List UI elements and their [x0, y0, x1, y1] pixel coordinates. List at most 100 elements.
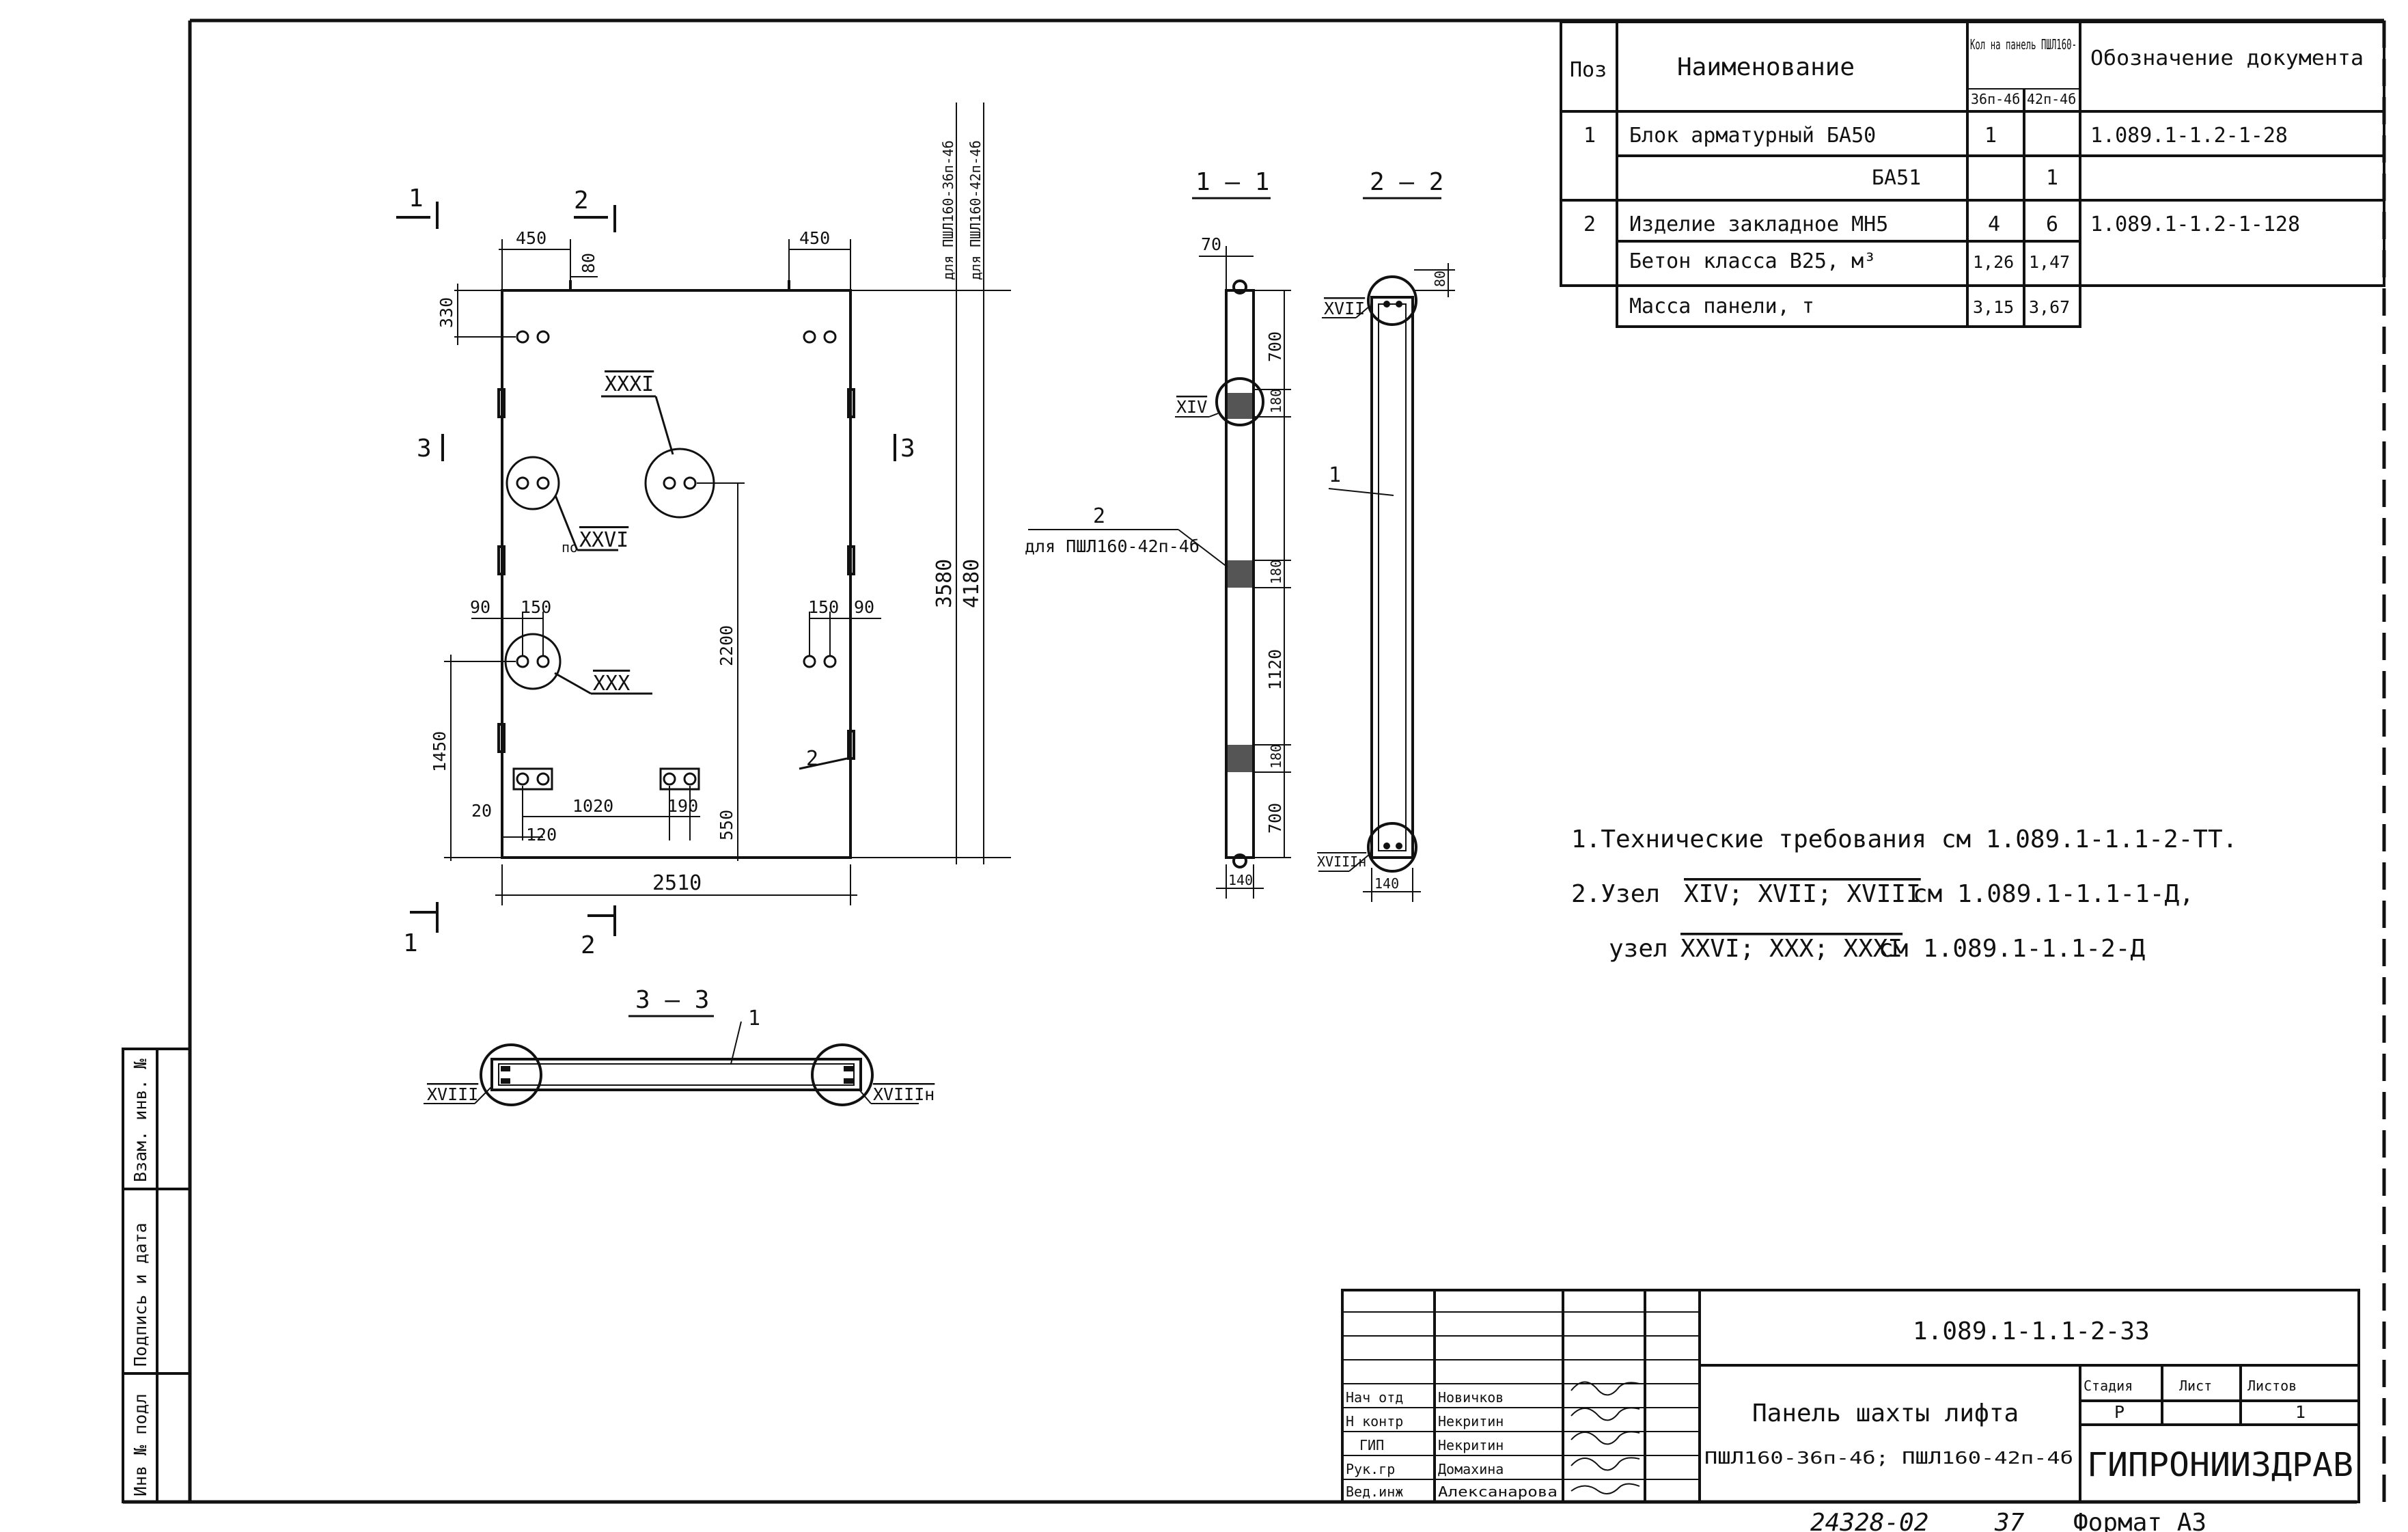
spec-row1-pos: 1: [1583, 124, 1596, 148]
role-2-name: Некритин: [1438, 1413, 1504, 1430]
spec-header-qty-a: 36п-4б: [1971, 91, 2020, 107]
dim-550: 550: [717, 810, 736, 840]
dim-1450: 1450: [430, 731, 449, 772]
sheet-label: Лист: [2179, 1378, 2212, 1394]
section-3-3: 3 – 3 1 XVIII XVIIIн: [424, 986, 935, 1106]
spec-row5-qty-a: 3,15: [1973, 297, 2014, 317]
sheets-value: 1: [2295, 1402, 2306, 1422]
section-1-1-dim-140: 140: [1228, 872, 1253, 888]
spec-row5-qty-b: 3,67: [2029, 297, 2070, 317]
footer-format: Формат А3: [2073, 1509, 2206, 1532]
footer-inv-number: 24328-02: [1810, 1509, 1928, 1532]
section-1-1-dim-180-c: 180: [1268, 744, 1284, 769]
spec-row3-qty-b: 6: [2046, 213, 2058, 236]
stage-label: Стадия: [2084, 1378, 2133, 1394]
title-line-2: ПШЛ160-36п-4б; ПШЛ160-42п-4б: [1704, 1448, 2073, 1468]
spec-header-pos: Поз: [1570, 58, 1607, 82]
section-mark-1-bottom: 1: [403, 929, 418, 957]
stamp-inv-label: Инв № подл: [130, 1393, 150, 1496]
section-mark-2-top: 2: [574, 187, 589, 215]
spec-header-qty-b: 42п-4б: [2027, 91, 2076, 107]
stamp-signature-label: Подпись и дата: [130, 1222, 150, 1367]
dim-150-right: 150: [808, 597, 839, 617]
dim-3580: 3580: [932, 559, 956, 608]
spec-row5-name: Масса панели, т: [1629, 295, 1814, 318]
title-block: 1.089.1-1.1-2-33 Нач отд Новичков Н конт…: [1341, 1289, 2360, 1503]
organization-name: ГИПРОНИИЗДРАВ: [2087, 1446, 2353, 1484]
dim-4180: 4180: [960, 559, 984, 608]
note-line-2-prefix: 2.Узел: [1571, 880, 1660, 908]
title-line-1: Панель шахты лифта: [1752, 1399, 2019, 1427]
stage-value: Р: [2114, 1402, 2125, 1422]
section-mark-1-top: 1: [409, 184, 424, 213]
dim-90-right: 90: [854, 597, 874, 617]
note-line-1: 1.Технические требования см 1.089.1-1.1-…: [1571, 825, 2237, 853]
dim-2200: 2200: [717, 625, 736, 666]
title-doc-code: 1.089.1-1.1-2-33: [1913, 1317, 2150, 1345]
panel-outline: [501, 289, 852, 859]
left-stamp: Инв № подл Подпись и дата Взам. инв. №: [122, 1048, 191, 1503]
section-2-2-node-xvii: XVII: [1324, 299, 1365, 318]
spec-row2-qty-b: 1: [2046, 166, 2058, 190]
dim-80: 80: [579, 253, 598, 273]
section-mark-3-right: 3: [900, 435, 915, 463]
section-1-1-dim-700-bot: 700: [1265, 803, 1285, 834]
role-5-name: Алексанарова: [1438, 1483, 1558, 1500]
section-3-3-node-left: XVIII: [427, 1084, 478, 1104]
footer-page: 37: [1994, 1509, 2025, 1532]
note-line-3-nodes: XXVI; XXX; XXXI: [1680, 935, 1902, 963]
section-3-3-node-right: XVIIIн: [873, 1084, 935, 1104]
note-vertical-42p: для ПШЛ160-42п-4б: [967, 140, 984, 280]
note-line-2-ref: см 1.089.1-1.1-1-Д,: [1913, 880, 2194, 908]
section-2-2: 2 – 2 80 XVII 1: [1317, 168, 1455, 902]
section-mark-2-bottom: 2: [581, 931, 596, 959]
section-1-1-callout-pos: 2: [1093, 504, 1105, 528]
section-1-1-dim-180-a: 180: [1268, 389, 1284, 413]
note-line-3-ref: см 1.089.1-1.1-2-Д: [1879, 935, 2145, 963]
dim-120: 120: [526, 825, 557, 845]
spec-header-doc: Обозначение документа: [2090, 46, 2364, 70]
callout-xxxi: XXXI: [605, 372, 654, 396]
section-2-2-pos1: 1: [1329, 463, 1341, 487]
role-5-label: Вед.инж: [1346, 1483, 1403, 1500]
section-1-1-node-xiv: XIV: [1176, 397, 1207, 417]
callout-xxvi-prefix: по: [562, 539, 578, 556]
dim-2510: 2510: [652, 871, 702, 895]
spec-row1-qty-a: 1: [1984, 124, 1997, 148]
footer: 24328-02 37 Формат А3: [1810, 1509, 2206, 1532]
section-mark-3-left: 3: [417, 435, 432, 463]
note-line-3-prefix: узел: [1609, 935, 1668, 963]
spec-row4-qty-a: 1,26: [1973, 252, 2014, 272]
panel-front-view: XXXI по XXVI XXX 2 1 2 3 3 1 2: [396, 102, 1011, 959]
callout-pos2: 2: [806, 747, 818, 771]
section-1-1-hatching: [1228, 393, 1252, 772]
spec-header-name: Наименование: [1677, 53, 1855, 81]
role-1-name: Новичков: [1438, 1389, 1504, 1406]
section-2-2-node-xviii: XVIIIн: [1317, 853, 1366, 870]
spec-header-qty: Кол на панель ПШЛ160-: [1970, 36, 2077, 53]
spec-row1-doc: 1.089.1-1.2-1-28: [2090, 124, 2288, 148]
section-1-1: 1 – 1: [1025, 168, 1291, 899]
dim-150-left: 150: [521, 597, 551, 617]
section-2-2-dim-140: 140: [1374, 875, 1399, 892]
spec-row4-qty-b: 1,47: [2029, 252, 2070, 272]
technical-notes: 1.Технические требования см 1.089.1-1.1-…: [1571, 825, 2237, 963]
section-1-1-dim-1120: 1120: [1265, 649, 1285, 690]
role-3-label: ГИП: [1359, 1437, 1384, 1453]
embedded-items: [504, 330, 837, 791]
sheets-label: Листов: [2247, 1378, 2297, 1394]
dim-450-right: 450: [799, 228, 830, 248]
spec-row3-doc: 1.089.1-1.2-1-128: [2090, 213, 2300, 236]
role-4-name: Домахина: [1438, 1461, 1504, 1477]
section-3-3-title: 3 – 3: [635, 986, 709, 1014]
role-4-label: Рук.гр: [1346, 1461, 1395, 1477]
note-vertical-36p: для ПШЛ160-36п-4б: [940, 140, 956, 280]
specification-table: Поз Наименование Кол на панель ПШЛ160- 3…: [1560, 20, 2385, 328]
dim-90-left: 90: [470, 597, 490, 617]
section-1-1-dim-180-b: 180: [1268, 560, 1284, 584]
section-1-1-callout-note: для ПШЛ160-42п-4б: [1025, 536, 1200, 556]
front-dimension-lines: [444, 102, 1011, 905]
spec-row3-pos: 2: [1583, 213, 1596, 236]
role-1-label: Нач отд: [1346, 1389, 1403, 1406]
